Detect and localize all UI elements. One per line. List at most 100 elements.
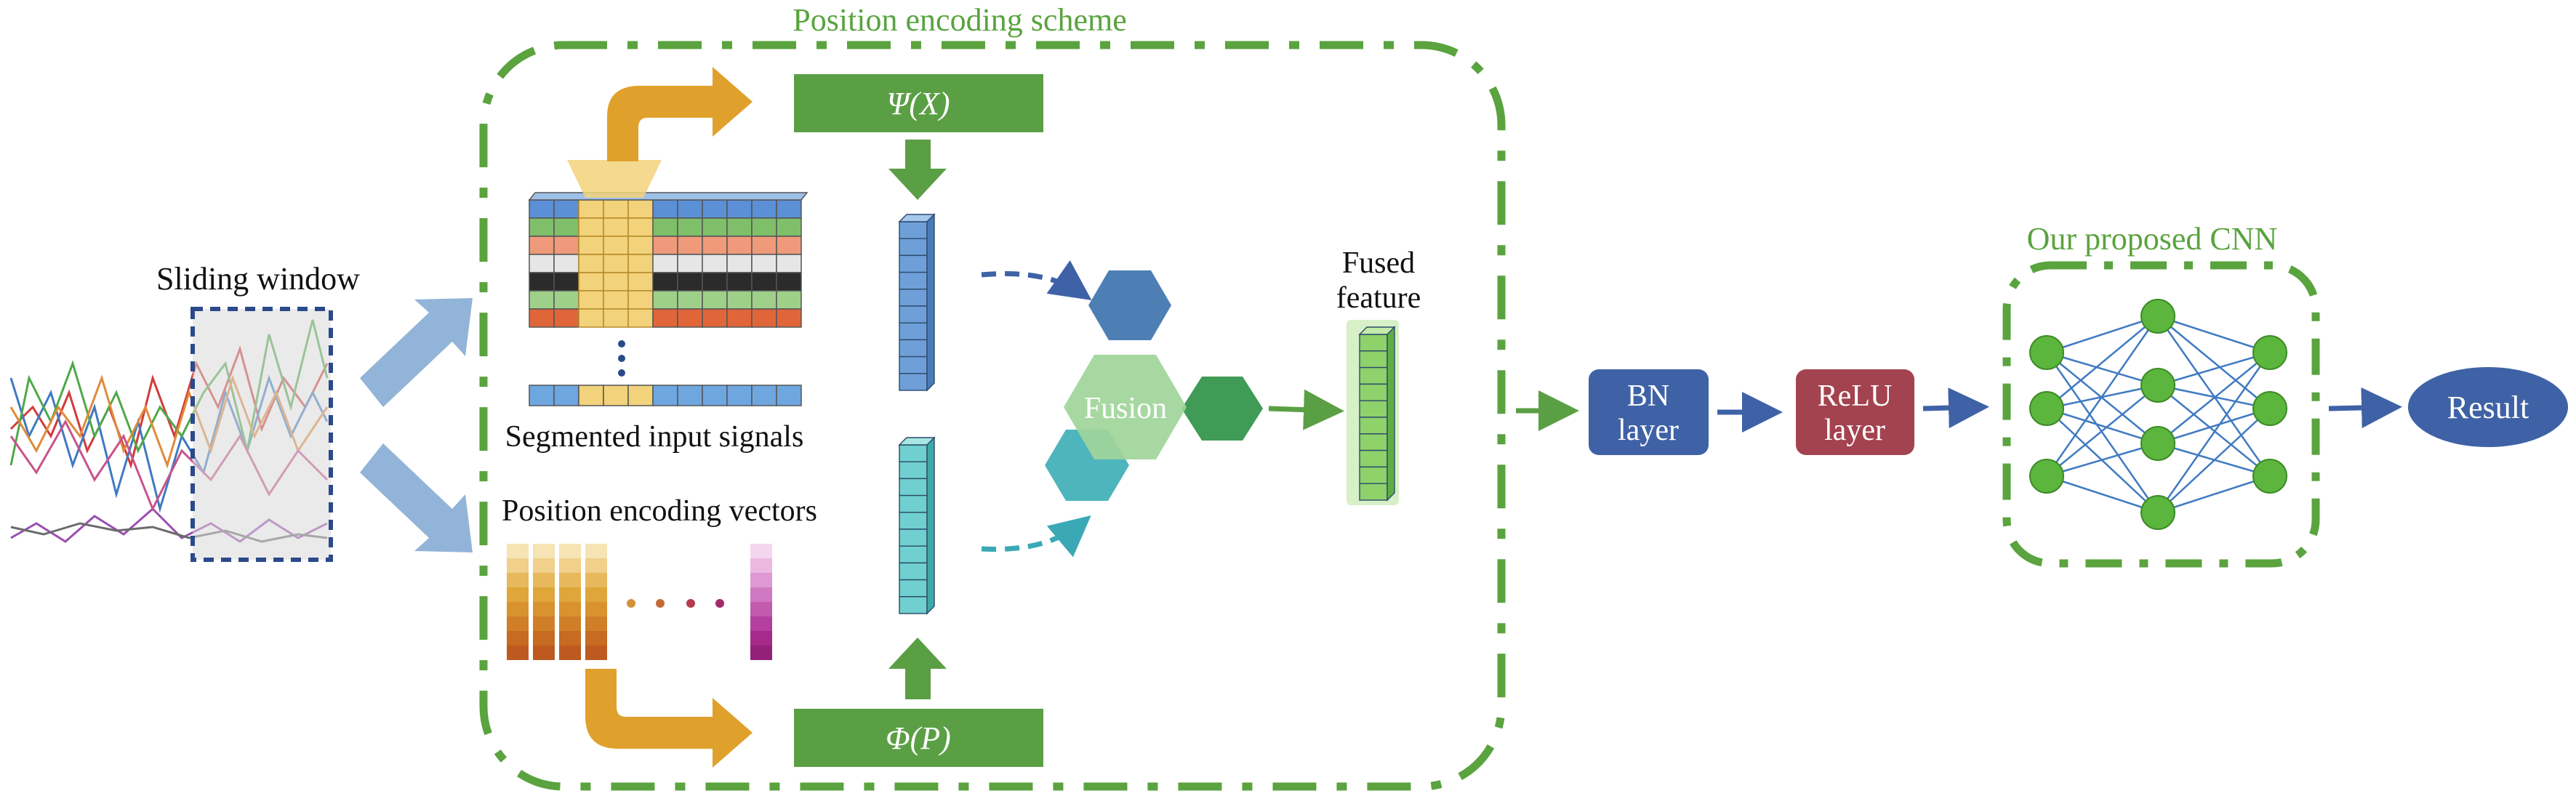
cnn-edge xyxy=(2046,385,2159,477)
encoding-cell xyxy=(585,573,607,587)
segment-cell xyxy=(578,272,604,292)
segment-cell xyxy=(603,217,629,237)
segment-cell xyxy=(702,199,728,219)
encoding-cell xyxy=(750,587,772,602)
result-ellipse xyxy=(2408,367,2568,447)
cnn-node xyxy=(2140,426,2175,461)
last-segment-row xyxy=(529,385,802,406)
segment-cell xyxy=(776,308,802,328)
segment-cell xyxy=(627,199,654,219)
encoding-cell xyxy=(585,558,607,573)
segment-cell xyxy=(529,272,555,292)
psi-down-arrow xyxy=(888,140,947,200)
segment-cell xyxy=(652,254,678,273)
scheme-title: Position encoding scheme xyxy=(793,2,1127,38)
segment-cell xyxy=(627,308,654,328)
vector-cell xyxy=(899,562,928,581)
encoding-cell xyxy=(533,544,555,558)
window-highlight xyxy=(567,160,662,198)
segment-cell xyxy=(726,254,753,273)
segment-cell xyxy=(553,217,579,237)
psi-label: Ψ(X) xyxy=(886,86,950,121)
relu-label-line1: ReLU xyxy=(1818,379,1893,413)
segment-cell xyxy=(553,199,579,219)
encoding-cell xyxy=(507,573,529,587)
segment-cell xyxy=(726,308,753,328)
fused-feature-label-line1: Fused xyxy=(1342,246,1415,280)
position-vectors-label: Position encoding vectors xyxy=(502,494,817,528)
segment-cell xyxy=(652,217,678,237)
segment-cell xyxy=(553,308,579,328)
encoding-cell xyxy=(585,544,607,558)
orange-arrow-bottom xyxy=(585,669,753,768)
phi-label: Φ(P) xyxy=(886,720,951,756)
encoding-cell xyxy=(585,602,607,616)
segment-cell xyxy=(677,385,703,406)
segment-cell xyxy=(726,385,753,406)
psi-feature-vector xyxy=(898,213,936,392)
encoding-cell xyxy=(533,616,555,631)
encoding-cell xyxy=(750,544,772,558)
segment-cell xyxy=(652,272,678,292)
vector-cell xyxy=(899,579,928,598)
vector-cell xyxy=(899,289,928,307)
position-encoding-scheme-frame xyxy=(479,41,1506,791)
cnn-edge xyxy=(2157,352,2271,444)
psi-box xyxy=(794,74,1043,132)
encoding-cell xyxy=(507,602,529,616)
cnn-node xyxy=(2140,299,2175,334)
segment-cell xyxy=(603,308,629,328)
segment-cell xyxy=(603,290,629,310)
result-label: Result xyxy=(2447,390,2529,425)
segment-cell xyxy=(603,236,629,255)
segment-cell xyxy=(776,290,802,310)
segment-cell xyxy=(578,290,604,310)
segment-cell xyxy=(652,385,678,406)
fused-feature-vector xyxy=(1358,326,1396,502)
vector-cell xyxy=(1359,400,1388,418)
vector-cell xyxy=(899,254,928,273)
segment-cell xyxy=(776,272,802,292)
segment-cell xyxy=(603,272,629,292)
segment-cell xyxy=(529,385,555,406)
encoding-cell xyxy=(559,602,581,616)
segment-cell xyxy=(578,236,604,255)
cnn-node xyxy=(2029,391,2064,426)
segment-cell xyxy=(529,236,555,255)
vector-cell xyxy=(899,444,928,462)
cnn-edge xyxy=(2046,475,2159,514)
vector-cell xyxy=(1359,449,1388,468)
segment-cell xyxy=(578,308,604,328)
vector-cell xyxy=(899,305,928,323)
sliding-window-box xyxy=(190,307,333,562)
encoding-cell xyxy=(750,573,772,587)
encoding-cell xyxy=(559,587,581,602)
segment-cell xyxy=(702,254,728,273)
cnn-edge xyxy=(2045,315,2159,477)
encoding-cell xyxy=(585,631,607,646)
segment-cell xyxy=(652,199,678,219)
segment-cell xyxy=(627,236,654,255)
segment-cell xyxy=(652,290,678,310)
phi-up-arrow xyxy=(888,638,947,699)
cnn-edge xyxy=(2046,442,2159,478)
segment-cell xyxy=(776,254,802,273)
vector-side-face xyxy=(926,213,935,392)
encoding-cell xyxy=(559,646,581,660)
vector-cell xyxy=(899,461,928,480)
vector-cell xyxy=(899,271,928,290)
vector-cell xyxy=(899,596,928,614)
phi-box xyxy=(794,709,1043,767)
encoding-cell xyxy=(559,544,581,558)
cnn-edge xyxy=(2045,352,2159,513)
segment-cell xyxy=(627,272,654,292)
phi-feature-vector xyxy=(898,436,936,615)
encoding-cell xyxy=(585,646,607,660)
segment-cell xyxy=(751,199,777,219)
cnn-edge xyxy=(2157,351,2271,387)
encoding-cell xyxy=(585,616,607,631)
sliding-window-label: Sliding window xyxy=(156,261,360,297)
fused-feature-label-line2: feature xyxy=(1336,281,1421,315)
segment-cell xyxy=(751,385,777,406)
encoding-cell xyxy=(507,646,529,660)
